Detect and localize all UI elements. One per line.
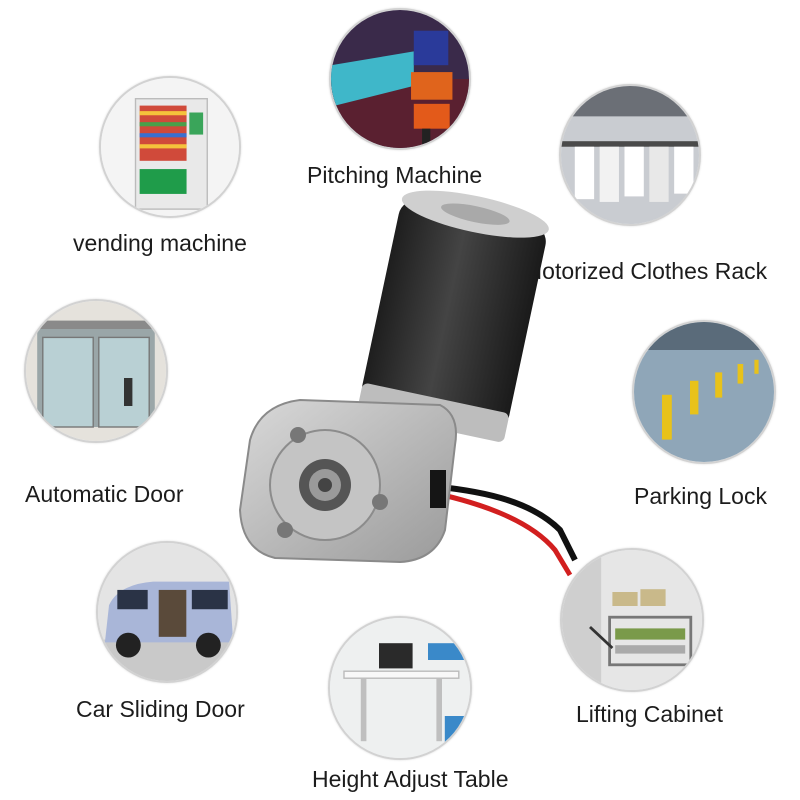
pitching-machine-label: Pitching Machine (307, 162, 483, 188)
lifting-cabinet-label: Lifting Cabinet (576, 701, 724, 727)
height-adjust-table-image (328, 616, 472, 760)
vending-machine-label: vending machine (73, 230, 247, 256)
lifting-cabinet-image (560, 548, 704, 692)
parking-lock-image (632, 320, 776, 464)
motorized-clothes-rack-label: Motorized Clothes Rack (523, 258, 768, 284)
worm-gear-motor-image (238, 190, 578, 577)
height-adjust-table-label: Height Adjust Table (312, 766, 509, 792)
automatic-door-label: Automatic Door (25, 481, 184, 507)
car-sliding-door-image (96, 541, 238, 683)
parking-lock-label: Parking Lock (634, 483, 767, 509)
automatic-door-image (24, 299, 168, 443)
motorized-clothes-rack-image (559, 84, 701, 226)
vending-machine-image (99, 76, 241, 218)
pitching-machine-image (329, 8, 471, 150)
car-sliding-door-label: Car Sliding Door (76, 696, 245, 722)
